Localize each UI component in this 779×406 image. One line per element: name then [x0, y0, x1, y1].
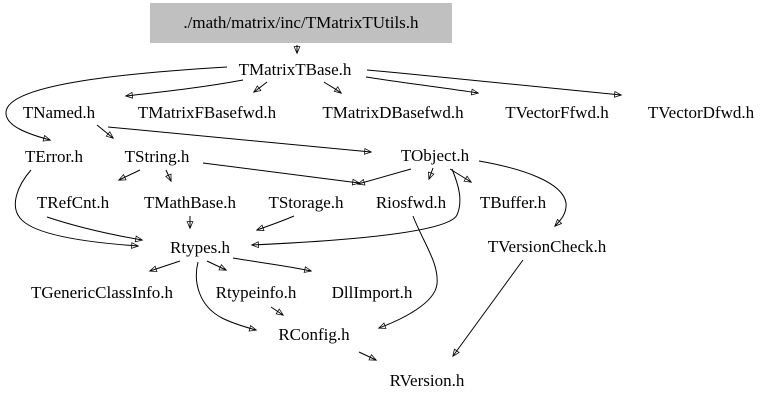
edge-tmatrixtbase-to-tvectordfwd — [366, 69, 623, 98]
node-tmatrixtutils-root: ./math/matrix/inc/TMatrixTUtils.h — [150, 3, 452, 43]
node-tobject[interactable]: TObject.h — [400, 146, 470, 165]
node-tstring[interactable]: TString.h — [124, 147, 190, 166]
edge-rtypes-to-tgenericclassinfo — [148, 260, 181, 273]
edge-rtypes-to-rtypeinfo — [206, 260, 228, 271]
edge-tstring-to-trefcnt — [117, 169, 141, 181]
edge-tobject-to-tversioncheck — [478, 160, 567, 227]
edge-tmatrixtbase-to-tmatrixfbasefwd — [252, 81, 268, 93]
edge-trefcnt-to-rtypes — [46, 216, 144, 243]
edge-tmatrixtbase-to-tvectorffwd — [365, 76, 480, 96]
edge-tmatrixtbase-to-terror — [5, 66, 228, 142]
node-tnamed[interactable]: TNamed.h — [22, 103, 96, 122]
node-tstorage[interactable]: TStorage.h — [268, 193, 344, 212]
node-tbuffer[interactable]: TBuffer.h — [479, 193, 547, 212]
node-rtypeinfo[interactable]: Rtypeinfo.h — [215, 283, 297, 302]
edge-rtypes-to-dllimport — [232, 257, 313, 273]
node-tgenericclassinfo[interactable]: TGenericClassInfo.h — [30, 283, 174, 302]
edge-tobject-to-riosfwd — [428, 167, 435, 181]
node-tversioncheck[interactable]: TVersionCheck.h — [487, 237, 607, 256]
edge-rtypeinfo-to-rconfig — [270, 306, 285, 316]
node-trefcnt[interactable]: TRefCnt.h — [36, 193, 110, 212]
edge-tobject-to-tstorage — [356, 168, 412, 186]
node-riosfwd[interactable]: Riosfwd.h — [375, 193, 447, 212]
edge-tmatrixtbase-to-tmatrixdbasefwd — [323, 81, 343, 94]
edge-rtypes-to-rconfig — [195, 261, 258, 332]
edge-tstorage-to-rtypes — [255, 215, 295, 231]
node-tvectorffwd[interactable]: TVectorFfwd.h — [505, 103, 609, 122]
edge-tobject-to-tbuffer — [449, 168, 473, 183]
edge-tnamed-to-tstring — [96, 124, 115, 139]
node-rconfig[interactable]: RConfig.h — [278, 325, 350, 344]
node-dllimport[interactable]: DllImport.h — [331, 283, 413, 302]
edge-tmatrixtbase-to-tnamed — [124, 79, 244, 99]
edge-terror-to-rtypes — [14, 169, 140, 249]
node-tvectordfwd[interactable]: TVectorDfwd.h — [647, 103, 755, 122]
node-terror[interactable]: TError.h — [24, 147, 84, 166]
edge-tnamed-to-tobject — [107, 126, 373, 155]
node-tmatrixfbasefwd[interactable]: TMatrixFBasefwd.h — [137, 103, 277, 122]
edge-tstring-to-tmathbase — [165, 169, 172, 183]
node-rtypes[interactable]: Rtypes.h — [170, 238, 230, 257]
edge-rconfig-to-rversion — [358, 351, 378, 361]
edge-tstring-to-riosfwd — [202, 162, 361, 186]
node-rversion[interactable]: RVersion.h — [389, 371, 465, 390]
edge-riosfwd-to-rconfig — [377, 215, 438, 329]
edge-tobject-to-rtypes — [250, 168, 461, 249]
node-tmathbase[interactable]: TMathBase.h — [143, 193, 237, 212]
edge-tversioncheck-to-rversion — [452, 259, 524, 358]
node-tmatrixdbasefwd[interactable]: TMatrixDBasefwd.h — [322, 103, 464, 122]
node-tmatrixtbase[interactable]: TMatrixTBase.h — [238, 60, 352, 79]
